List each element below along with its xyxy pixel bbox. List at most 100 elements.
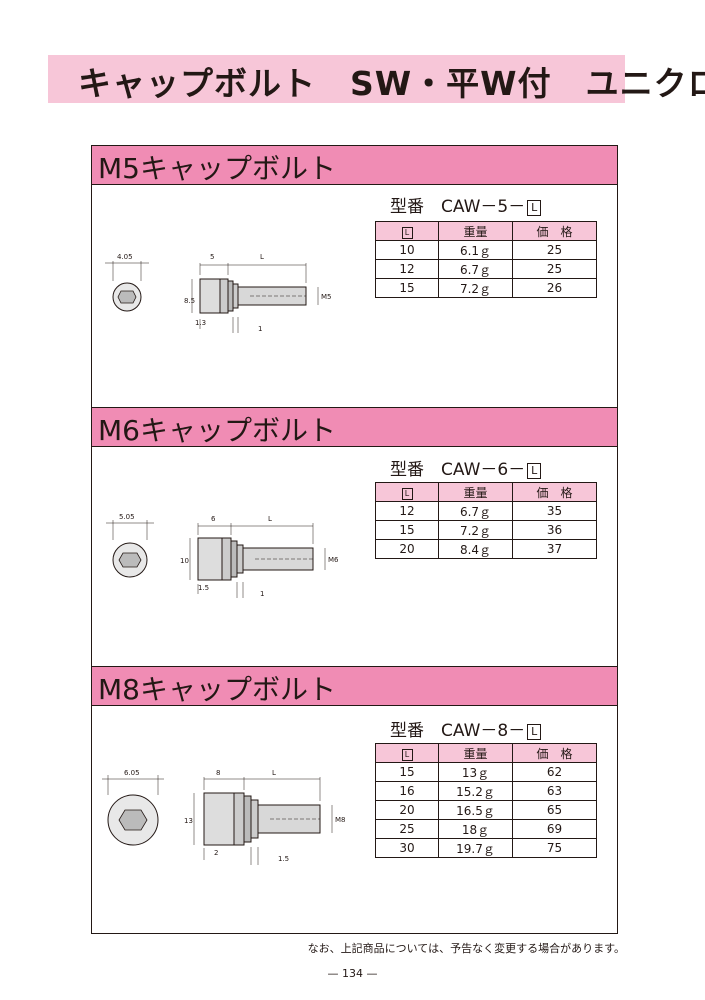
m5-model-number: 型番 CAW－5－L [390, 192, 542, 217]
cell-length: 12 [375, 501, 439, 521]
section-m5-header: M5キャップボルト [92, 146, 617, 185]
page-title-banner: キャップボルト SW・平W付 ユニクロ [48, 55, 705, 103]
m8-dim-length: L [272, 769, 276, 777]
cell-price: 62 [512, 762, 597, 782]
cell-length: 20 [375, 539, 439, 559]
cell-length: 25 [375, 819, 439, 839]
cell-length: 20 [375, 800, 439, 820]
page-title: キャップボルト SW・平W付 ユニクロ [78, 64, 705, 103]
section-m8-header: M8キャップボルト [92, 667, 617, 706]
header-price: 価 格 [512, 221, 597, 241]
header-length: L [375, 221, 439, 241]
cell-weight: 18ｇ [438, 819, 513, 839]
cell-length: 16 [375, 781, 439, 801]
cell-weight: 13ｇ [438, 762, 513, 782]
m5-bolt-drawing: 4.05 5 L 8.5 M5 1.3 1 [105, 253, 332, 333]
cell-length: 15 [375, 278, 439, 298]
cell-price: 26 [512, 278, 597, 298]
cell-length: 30 [375, 838, 439, 858]
cell-price: 25 [512, 240, 597, 260]
m5-dim-head-len: 5 [210, 253, 214, 261]
m8-model-prefix: 型番 CAW－8－ [390, 721, 526, 741]
m6-dim-head-len: 6 [211, 515, 216, 523]
section-m6-header: M6キャップボルト [92, 408, 617, 447]
m8-dim-head-len: 8 [216, 769, 220, 777]
cell-weight: 15.2ｇ [438, 781, 513, 801]
m6-model-prefix: 型番 CAW－6－ [390, 460, 526, 480]
m6-model-l-box: L [527, 463, 542, 479]
m5-model-l-box: L [527, 200, 542, 216]
header-length: L [375, 743, 439, 763]
cell-length: 12 [375, 259, 439, 279]
cell-price: 75 [512, 838, 597, 858]
cell-price: 69 [512, 819, 597, 839]
section-m5-title: M5キャップボルト [98, 152, 336, 185]
cell-price: 36 [512, 520, 597, 540]
cell-price: 65 [512, 800, 597, 820]
m6-dim-gap: 1 [260, 590, 264, 598]
m6-dim-washer: 1.5 [198, 584, 209, 592]
page-number: — 134 — [327, 967, 378, 980]
m5-dim-length: L [260, 253, 264, 261]
m5-dim-height: 8.5 [184, 297, 195, 305]
cell-weight: 6.1ｇ [438, 240, 513, 260]
m5-dim-washer: 1.3 [195, 319, 206, 327]
m6-model-number: 型番 CAW－6－L [390, 455, 542, 480]
m5-model-prefix: 型番 CAW－5－ [390, 197, 526, 217]
m6-dim-thread: M6 [328, 556, 339, 564]
cell-weight: 19.7ｇ [438, 838, 513, 858]
cell-weight: 6.7ｇ [438, 501, 513, 521]
footer-note: なお、上記商品については、予告なく変更する場合があります。 [307, 942, 625, 955]
table-header-row: L 重量 価 格 [375, 482, 597, 502]
m6-bolt-drawing: 5.05 6 L 10 M6 1.5 1 [106, 513, 339, 598]
m8-model-number: 型番 CAW－8－L [390, 716, 542, 741]
cell-length: 15 [375, 762, 439, 782]
cell-length: 10 [375, 240, 439, 260]
cell-weight: 6.7ｇ [438, 259, 513, 279]
m8-model-l-box: L [527, 724, 542, 740]
m5-dim-thread: M5 [321, 293, 332, 301]
m8-dim-gap: 1.5 [278, 855, 289, 863]
cell-price: 37 [512, 539, 597, 559]
header-price: 価 格 [512, 482, 597, 502]
header-weight: 重量 [438, 221, 513, 241]
m8-dim-height: 13 [184, 817, 193, 825]
m8-bolt-drawing: 6.05 8 L 13 M8 2 1.5 [102, 769, 346, 865]
table-header-row: L 重量 価 格 [375, 221, 597, 241]
cell-price: 63 [512, 781, 597, 801]
header-price: 価 格 [512, 743, 597, 763]
m6-dim-length: L [268, 515, 272, 523]
cell-price: 35 [512, 501, 597, 521]
section-m8-title: M8キャップボルト [98, 673, 336, 706]
m6-dim-head-width: 5.05 [119, 513, 135, 521]
m5-dim-gap: 1 [258, 325, 262, 333]
m8-dim-thread: M8 [335, 816, 346, 824]
m5-dim-head-width: 4.05 [117, 253, 133, 261]
section-m6-title: M6キャップボルト [98, 414, 336, 447]
cell-length: 15 [375, 520, 439, 540]
header-weight: 重量 [438, 743, 513, 763]
m6-dim-height: 10 [180, 557, 189, 565]
m8-dim-head-width: 6.05 [124, 769, 140, 777]
table-header-row: L 重量 価 格 [375, 743, 597, 763]
section-m6: M6キャップボルト [91, 407, 618, 668]
cell-weight: 16.5ｇ [438, 800, 513, 820]
m8-dim-washer: 2 [214, 849, 218, 857]
cell-weight: 7.2ｇ [438, 520, 513, 540]
cell-price: 25 [512, 259, 597, 279]
cell-weight: 8.4ｇ [438, 539, 513, 559]
header-length: L [375, 482, 439, 502]
